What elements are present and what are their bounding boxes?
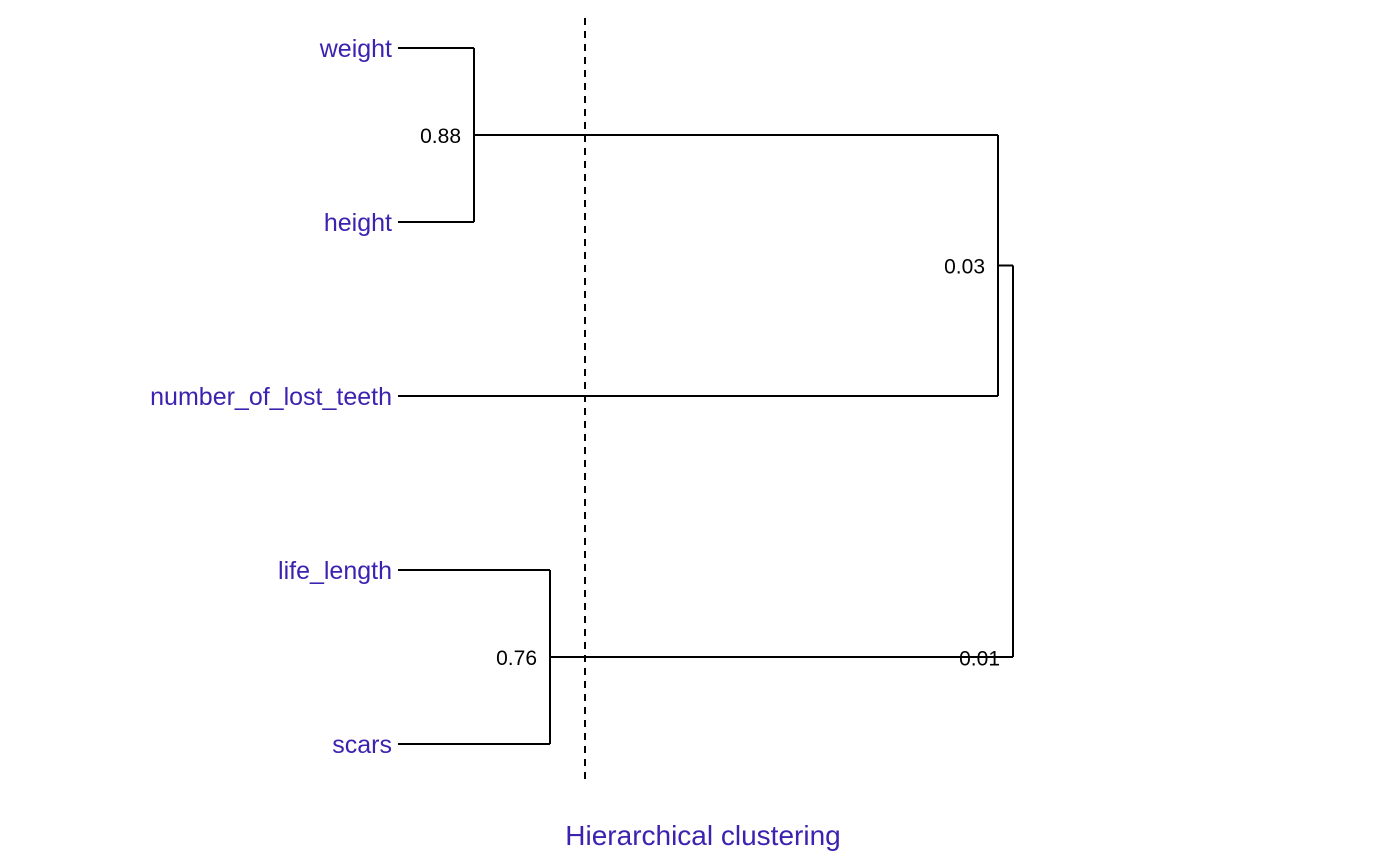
merge-value-m4: 0.01 xyxy=(959,647,1000,670)
leaf-label-teeth: number_of_lost_teeth xyxy=(150,383,392,411)
merge-value-m2: 0.76 xyxy=(496,647,537,670)
leaf-label-life: life_length xyxy=(278,557,392,585)
leaf-label-height: height xyxy=(324,209,392,237)
diagram-title: Hierarchical clustering xyxy=(565,820,840,851)
leaf-label-scars: scars xyxy=(332,731,392,759)
merge-value-m3: 0.03 xyxy=(944,256,985,279)
leaf-label-weight: weight xyxy=(319,35,392,63)
merge-value-labels: 0.88 0.76 0.03 0.01 xyxy=(420,125,1000,670)
dendrogram-branches xyxy=(398,47,1014,745)
merge-value-m1: 0.88 xyxy=(420,125,461,148)
leaf-labels: weight height number_of_lost_teeth life_len… xyxy=(150,35,392,759)
